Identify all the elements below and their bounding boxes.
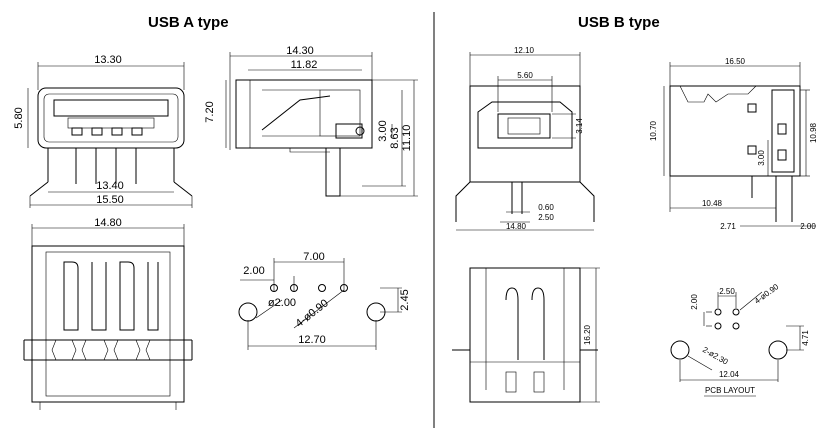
usb-a-pcb-layout bbox=[238, 258, 402, 350]
usb-b-side-pin-gap-label: 2.00 bbox=[800, 222, 816, 231]
usb-b-side-pin-distance-label: 10.48 bbox=[702, 199, 723, 208]
usb-a-pcb-pitch-label: 7.00 bbox=[303, 251, 324, 263]
usb-a-pcb-offset-label: 2.00 bbox=[243, 265, 264, 277]
usb-b-front-inner-height-label: 3.14 bbox=[575, 118, 584, 134]
usb-b-front-pin-pitch-label: 2.50 bbox=[538, 213, 554, 222]
usb-b-title: USB B type bbox=[578, 14, 660, 31]
usb-b-top-view bbox=[452, 267, 600, 403]
usb-a-side-inner-length-label: 11.82 bbox=[291, 59, 318, 71]
usb-b-top-length-label: 16.20 bbox=[583, 324, 592, 345]
usb-b-pcb-pitch-label: 2.50 bbox=[719, 287, 735, 296]
usb-b-front-inner-width-label: 5.60 bbox=[517, 71, 533, 80]
usb-a-pcb-row-gap-label: 2.45 bbox=[399, 289, 411, 310]
usb-b-front-total-width-label: 14.80 bbox=[506, 222, 527, 231]
usb-a-pcb-span-label: 12.70 bbox=[298, 334, 326, 346]
usb-b-side-inner-height-label: 10.98 bbox=[809, 122, 818, 143]
usb-b-pcb-caption: PCB LAYOUT bbox=[705, 386, 755, 395]
usb-b-pcb-layout bbox=[670, 291, 804, 397]
usb-b-front-width-label: 12.10 bbox=[514, 46, 535, 55]
usb-a-front-pin-span-label: 13.40 bbox=[96, 180, 124, 192]
usb-a-side-pin-height-label: 8.63 bbox=[389, 127, 401, 148]
usb-b-pcb-pin-hole-label: 4-ø0.90 bbox=[753, 282, 781, 306]
usb-a-title: USB A type bbox=[148, 14, 229, 31]
usb-a-front-view bbox=[27, 62, 193, 208]
usb-b-side-height-label: 10.70 bbox=[649, 120, 658, 141]
usb-b-side-length-label: 16.50 bbox=[725, 57, 746, 66]
usb-b-side-offset-label: 3.00 bbox=[757, 150, 766, 166]
usb-a-side-offset-label: 3.00 bbox=[377, 120, 389, 141]
usb-a-front-total-width-label: 15.50 bbox=[96, 194, 124, 206]
usb-a-pcb-mount-hole-label: ø2.00 bbox=[268, 297, 296, 309]
usb-b-side-pin-pitch-label: 2.71 bbox=[720, 222, 736, 231]
usb-a-pcb-pin-hole-label: 4-ø0.90 bbox=[294, 297, 331, 330]
usb-a-front-height-label: 5.80 bbox=[13, 107, 25, 128]
usb-b-pcb-row-gap-label: 2.00 bbox=[690, 294, 699, 310]
usb-b-pcb-offset-label: 4.71 bbox=[801, 330, 810, 346]
usb-a-front-width-label: 13.30 bbox=[94, 54, 122, 66]
usb-a-side-length-label: 14.30 bbox=[286, 45, 314, 57]
usb-b-front-pin-width-label: 0.60 bbox=[538, 203, 554, 212]
usb-a-side-view bbox=[225, 52, 418, 197]
usb-a-top-view bbox=[23, 224, 193, 410]
usb-b-pcb-span-label: 12.04 bbox=[719, 370, 740, 379]
usb-b-side-view bbox=[663, 62, 816, 227]
usb-a-side-total-height-label: 11.10 bbox=[401, 125, 413, 152]
usb-b-pcb-mount-hole-label: 2-ø2.30 bbox=[701, 345, 730, 367]
usb-a-top-width-label: 14.80 bbox=[94, 217, 122, 229]
usb-a-side-height-label: 7.20 bbox=[204, 101, 216, 122]
usb-b-front-view bbox=[455, 52, 595, 231]
